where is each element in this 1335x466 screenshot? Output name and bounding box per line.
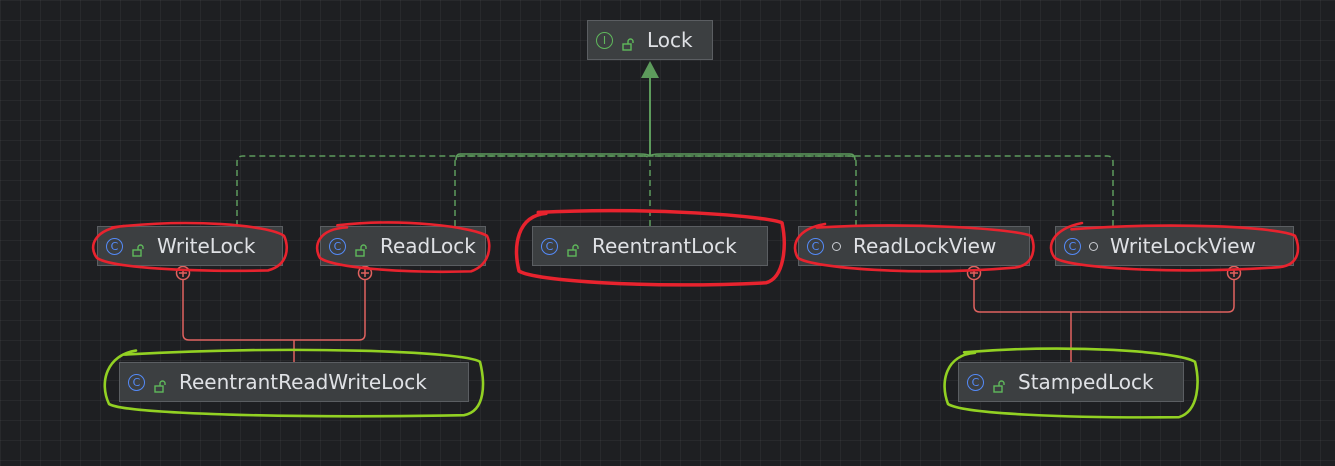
inner-class-edge <box>182 280 294 341</box>
inner-class-plus-icon <box>361 269 369 277</box>
implements-solid-branch <box>649 153 856 161</box>
implements-solid-branch <box>455 153 651 161</box>
node-label: StampedLock <box>1018 370 1154 394</box>
node-readlockview[interactable]: C ReadLockView <box>798 226 1030 266</box>
public-visibility-icon <box>566 239 580 257</box>
inner-class-plus-icon <box>970 269 978 277</box>
node-readlock[interactable]: C ReadLock <box>320 226 486 266</box>
public-visibility-icon <box>621 33 635 51</box>
package-visibility-icon <box>1089 242 1098 251</box>
node-stampedlock[interactable]: C StampedLock <box>958 362 1184 402</box>
class-icon: C <box>106 237 123 255</box>
class-icon: C <box>329 237 346 255</box>
inheritance-arrowhead <box>641 61 659 78</box>
implements-edge <box>650 155 1114 226</box>
node-writelockview[interactable]: C WriteLockView <box>1055 226 1294 266</box>
inner-class-edge <box>1071 280 1235 313</box>
implements-edge <box>643 155 651 226</box>
inner-class-plus-icon <box>175 265 191 281</box>
class-icon: C <box>967 373 984 391</box>
inner-class-plus-icon <box>357 265 373 281</box>
class-icon: C <box>128 373 145 391</box>
class-icon: C <box>807 237 824 255</box>
node-label: ReadLockView <box>853 234 997 258</box>
inner-class-plus-icon <box>179 269 187 277</box>
public-visibility-icon <box>153 375 167 393</box>
public-visibility-icon <box>354 239 368 257</box>
public-visibility-icon <box>131 239 145 257</box>
node-writelock[interactable]: C WriteLock <box>97 226 283 266</box>
node-label: ReentrantReadWriteLock <box>179 370 427 394</box>
implements-edge <box>236 155 650 226</box>
implements-edge <box>650 155 857 226</box>
inner-class-plus-icon <box>1230 269 1238 277</box>
package-visibility-icon <box>832 242 841 251</box>
node-label: WriteLock <box>157 234 256 258</box>
interface-icon: I <box>596 31 613 49</box>
inner-class-edge <box>973 280 1071 313</box>
class-icon: C <box>1064 237 1081 255</box>
node-label: WriteLockView <box>1110 234 1256 258</box>
implements-edge <box>454 155 650 226</box>
inner-class-plus-icon <box>1226 265 1242 281</box>
node-label: Lock <box>647 28 693 52</box>
inner-class-plus-icon <box>966 265 982 281</box>
node-label: ReentrantLock <box>592 234 737 258</box>
node-reentrantreadwritelock[interactable]: C ReentrantReadWriteLock <box>119 362 469 402</box>
public-visibility-icon <box>992 375 1006 393</box>
inner-class-edge <box>294 280 366 341</box>
class-icon: C <box>541 237 558 255</box>
node-lock[interactable]: I Lock <box>587 20 713 60</box>
node-label: ReadLock <box>380 234 476 258</box>
node-reentrantlock[interactable]: C ReentrantLock <box>532 226 768 266</box>
